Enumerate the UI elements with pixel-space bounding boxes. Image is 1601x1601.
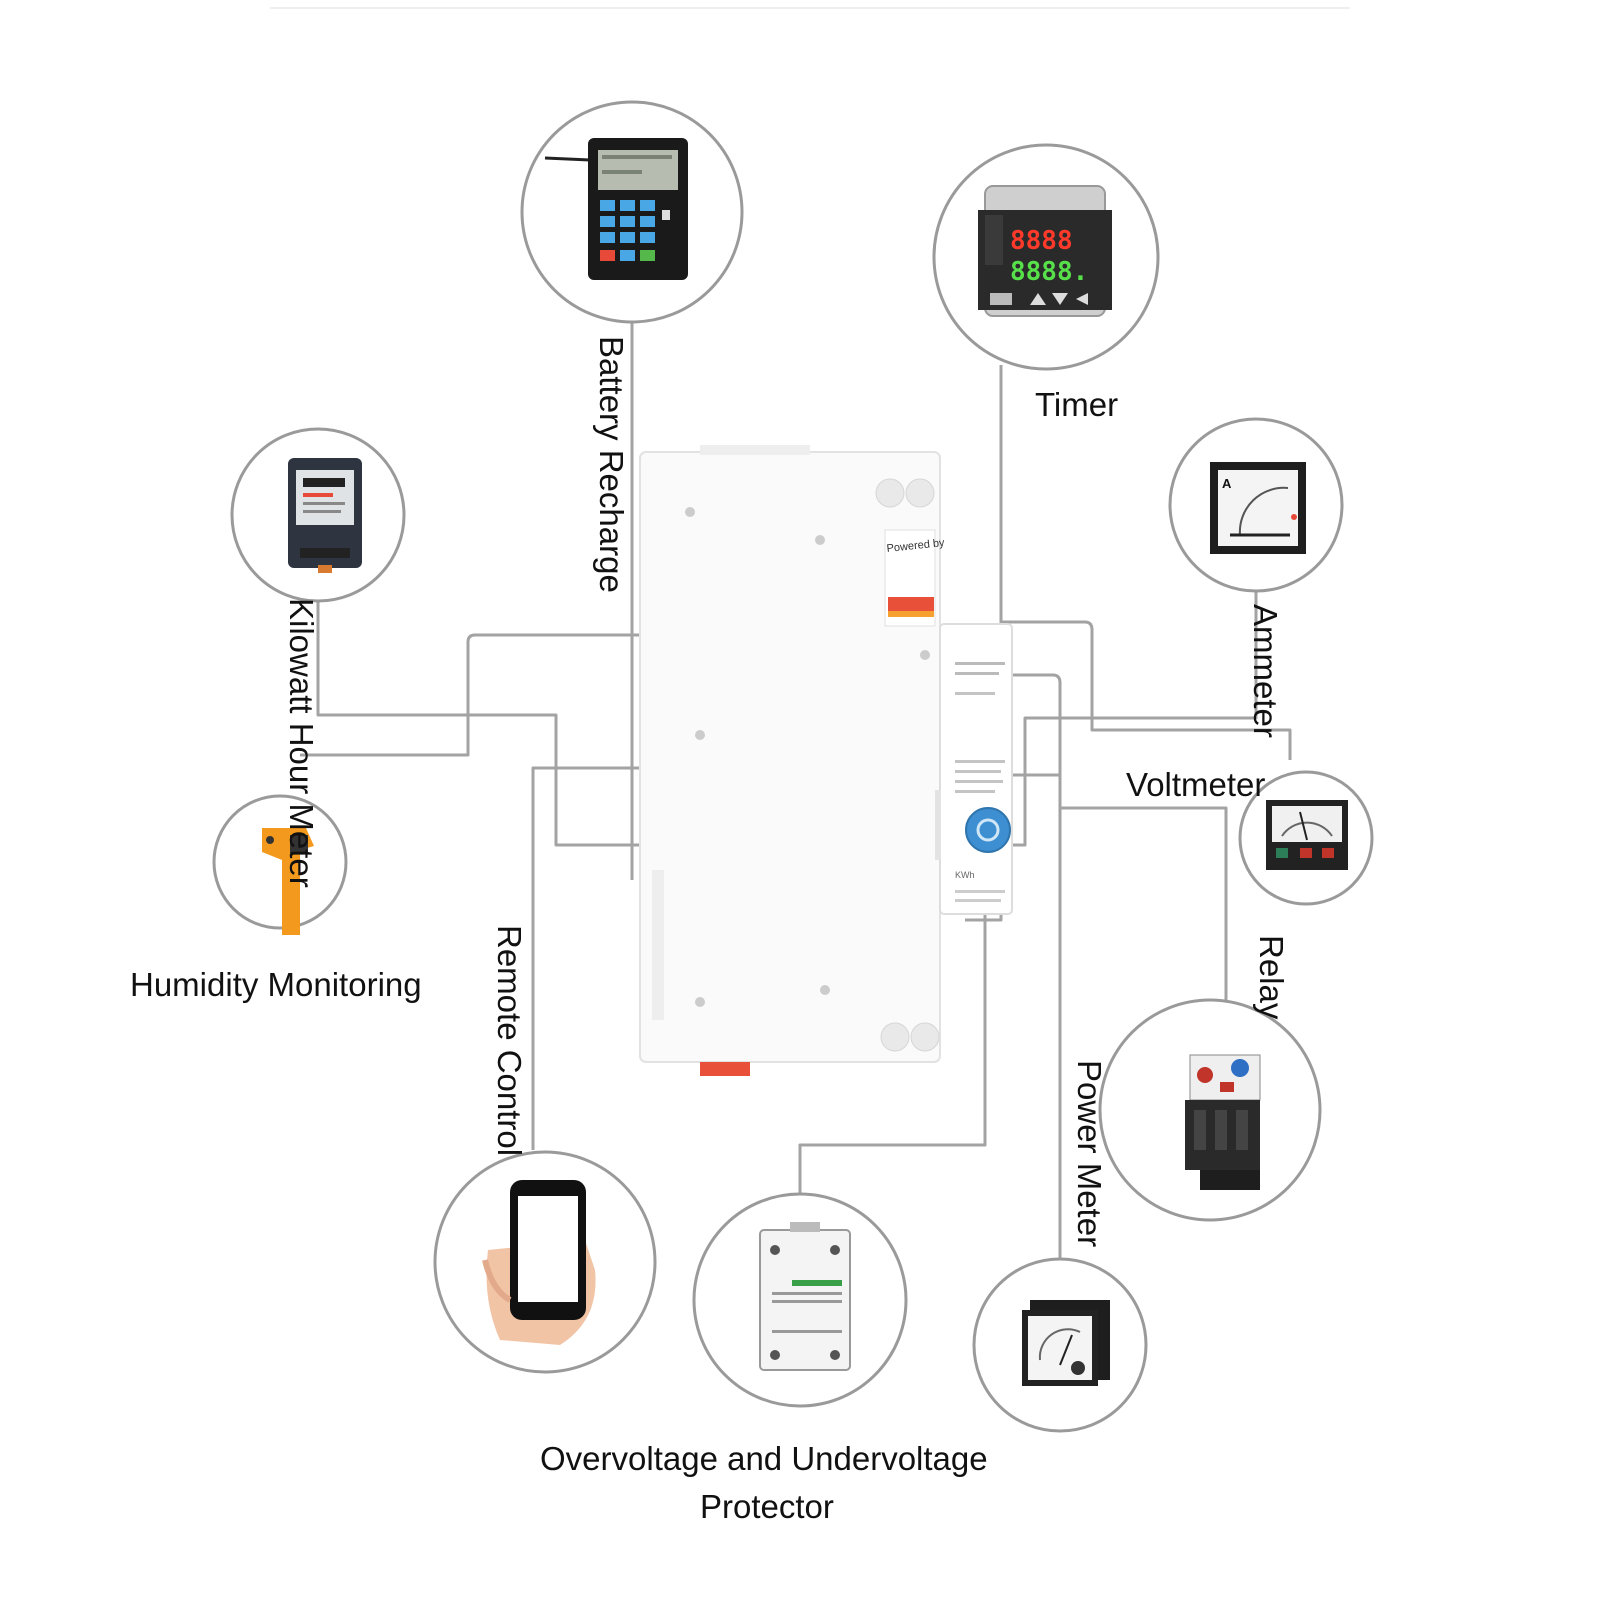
ammeter-node: A — [1168, 417, 1344, 593]
infrared-thermometer-icon — [262, 828, 314, 935]
power-meter-gauge-icon — [1022, 1300, 1110, 1386]
wire-relay — [1001, 673, 1228, 1030]
svg-text:A: A — [1222, 476, 1232, 491]
wire-timer — [965, 365, 1003, 922]
timer-node: 8888 8888. — [932, 143, 1160, 371]
thermal-relay-icon — [1185, 1054, 1261, 1190]
ammeter-gauge-icon: A — [1210, 462, 1306, 554]
kwh-unit-text: KWh — [955, 870, 975, 880]
humidity-monitoring-node — [212, 794, 348, 935]
wire-kwh-meter — [316, 590, 665, 847]
kilowatt-hour-meter-node — [230, 427, 406, 603]
timer-bottom-display: 8888. — [1010, 257, 1088, 287]
voltmeter-label: Voltmeter — [1126, 766, 1266, 803]
timer-label: Timer — [1035, 386, 1119, 423]
prepaid-keypad-icon — [544, 138, 688, 280]
energy-meter-icon — [288, 458, 362, 573]
power-meter-node — [972, 1257, 1148, 1433]
timer-top-display: 8888 — [1010, 226, 1073, 256]
remote-control-node — [433, 1150, 657, 1374]
protector-label-line1: Overvoltage and Undervoltage — [540, 1440, 988, 1477]
remote-control-label: Remote Control — [491, 925, 528, 1157]
relay-node — [1098, 998, 1322, 1222]
power-meter-label: Power Meter — [1071, 1060, 1108, 1248]
kilowatt-hour-meter-label: Kilowatt Hour Meter — [283, 598, 320, 888]
voltmeter-icon — [1266, 800, 1348, 870]
protector-label-line2: Protector — [700, 1488, 834, 1525]
connection-wires — [300, 322, 1292, 1262]
relay-label: Relay — [1253, 935, 1290, 1020]
wire-loop-left — [300, 633, 665, 757]
wire-voltmeter — [1001, 620, 1292, 760]
ammeter-label: Ammeter — [1247, 604, 1284, 738]
wire-ammeter — [995, 590, 1258, 847]
reset-button — [965, 807, 1011, 853]
battery-recharge-label: Battery Recharge — [593, 336, 630, 593]
humidity-monitoring-label: Humidity Monitoring — [130, 966, 422, 1003]
wire-power-meter — [1001, 773, 1062, 1262]
wire-protector — [798, 900, 987, 1195]
smartphone-in-hand-icon — [482, 1180, 596, 1345]
din-protector-icon — [759, 1222, 851, 1371]
protector-node — [692, 1192, 908, 1408]
smart-breaker-device — [639, 445, 1013, 1076]
wire-remote-control — [531, 766, 665, 1150]
battery-recharge-node — [520, 100, 744, 324]
voltmeter-node — [1238, 770, 1374, 906]
digital-timer-icon: 8888 8888. — [978, 185, 1112, 317]
device-label-lines — [955, 662, 1005, 902]
